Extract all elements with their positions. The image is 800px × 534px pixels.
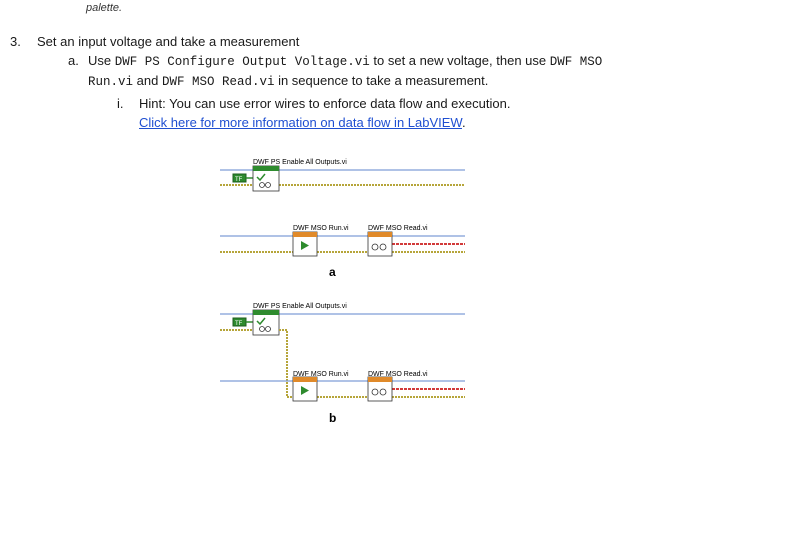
substep-a-text1: Use [88, 53, 115, 68]
hint-link-line: Click here for more information on data … [139, 114, 466, 132]
run-vi-label-b: DWF MSO Run.vi [293, 371, 349, 378]
substep-a-text4: in sequence to take a measurement. [274, 73, 489, 88]
run-vi-label-a: DWF MSO Run.vi [293, 225, 349, 232]
mso-read-vi-icon-a[interactable] [367, 231, 393, 257]
code-configure-voltage: DWF PS Configure Output Voltage.vi [114, 55, 370, 69]
svg-text:TF: TF [235, 321, 243, 327]
code-dwf-mso: DWF MSO [549, 55, 603, 69]
step-title: Set an input voltage and take a measurem… [37, 34, 300, 49]
mso-run-vi-icon-b[interactable] [292, 376, 318, 402]
bool-constant-b: TF [232, 317, 247, 327]
error-wire-b-routed [279, 329, 293, 398]
substep-a-line1: Use DWF PS Configure Output Voltage.vi t… [88, 52, 602, 71]
hint-link-period: . [461, 115, 466, 130]
substep-a-line2: Run.vi and DWF MSO Read.vi in sequence t… [88, 72, 488, 91]
enable-outputs-vi-icon-b[interactable] [252, 309, 280, 336]
diagram-label-a: a [329, 265, 336, 279]
previous-text-fragment: palette. [86, 2, 123, 14]
diagram-label-b: b [329, 411, 336, 425]
enable-vi-label-b: DWF PS Enable All Outputs.vi [253, 303, 347, 310]
hint-text: Hint: You can use error wires to enforce… [139, 96, 511, 111]
substep-letter: a. [68, 53, 79, 68]
substep-a-text3: and [133, 73, 162, 88]
bool-constant-top: TF [232, 173, 247, 183]
code-read-vi: DWF MSO Read.vi [161, 75, 275, 89]
svg-text:TF: TF [235, 177, 243, 183]
substep-a-text2: to set a new voltage, then use [369, 53, 550, 68]
mso-read-vi-icon-b[interactable] [367, 376, 393, 402]
dataflow-info-link[interactable]: Click here for more information on data … [139, 115, 462, 130]
enable-vi-label-top: DWF PS Enable All Outputs.vi [253, 159, 347, 166]
labview-block-diagram: DWF PS Enable All Outputs.vi TF DWF MSO … [220, 159, 465, 425]
enable-outputs-vi-icon-top[interactable] [252, 165, 280, 192]
mso-run-vi-icon-a[interactable] [292, 231, 318, 257]
read-vi-label-a: DWF MSO Read.vi [368, 225, 428, 232]
code-run-vi: Run.vi [88, 75, 134, 89]
read-vi-label-b: DWF MSO Read.vi [368, 371, 428, 378]
hint-letter: i. [117, 96, 124, 111]
step-number: 3. [10, 34, 21, 49]
